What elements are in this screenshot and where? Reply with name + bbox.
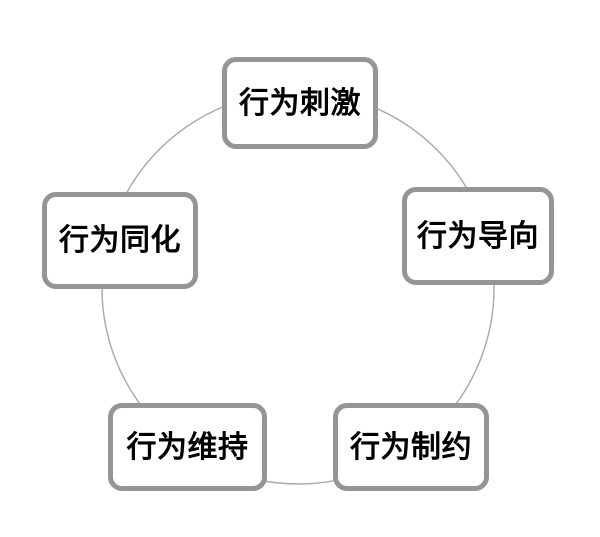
node-constraint-label: 行为制约: [350, 429, 472, 465]
node-maintain-label: 行为维持: [126, 429, 249, 465]
node-assimilate[interactable]: 行为同化: [42, 192, 198, 289]
node-stimulus-label: 行为刺激: [239, 85, 361, 121]
node-guidance-label: 行为导向: [417, 218, 539, 254]
node-constraint[interactable]: 行为制约: [333, 403, 489, 491]
node-guidance[interactable]: 行为导向: [402, 187, 554, 285]
node-assimilate-label: 行为同化: [59, 223, 181, 258]
node-stimulus[interactable]: 行为刺激: [222, 57, 378, 149]
node-maintain[interactable]: 行为维持: [108, 403, 267, 491]
